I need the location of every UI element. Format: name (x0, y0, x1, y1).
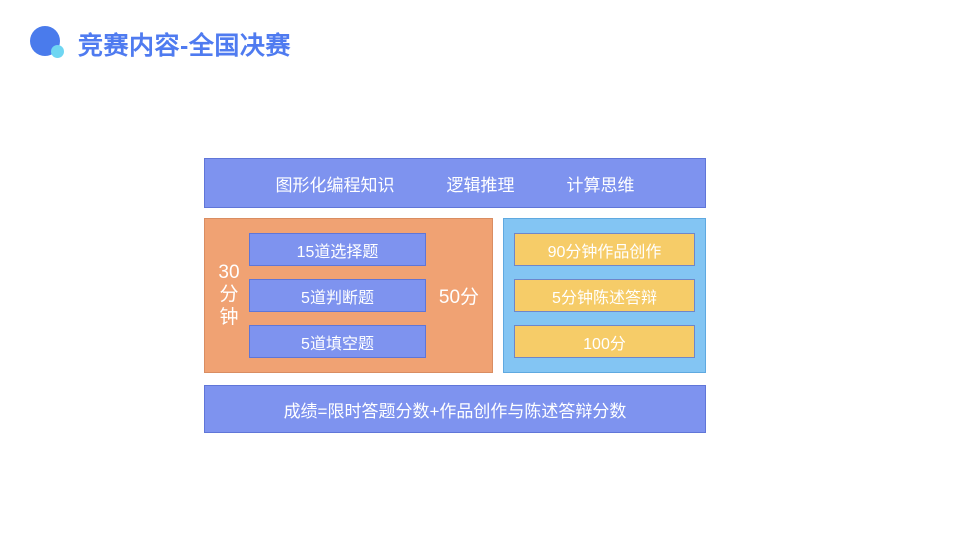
circle-logo-icon (30, 26, 66, 62)
topic-item-1: 图形化编程知识 (275, 175, 395, 195)
question-type-box: 5道判断题 (249, 279, 426, 312)
written-score-label: 50分 (438, 287, 480, 308)
written-duration-label: 30 分 钟 (218, 262, 240, 328)
project-exam-panel: 90分钟作品创作 5分钟陈述答辩 100分 (503, 218, 706, 373)
question-type-box: 15道选择题 (249, 233, 426, 266)
page-title: 竞赛内容-全国决赛 (78, 32, 291, 60)
competition-diagram: 图形化编程知识 逻辑推理 计算思维 30 分 钟 15道选择题 5道判断题 5道… (204, 158, 706, 433)
project-task-box: 5分钟陈述答辩 (514, 279, 695, 312)
logo-accent-circle (51, 45, 64, 58)
written-exam-panel: 30 分 钟 15道选择题 5道判断题 5道填空题 50分 (204, 218, 493, 373)
total-score-bar: 成绩=限时答题分数+作品创作与陈述答辩分数 (204, 385, 706, 433)
sections-row: 30 分 钟 15道选择题 5道判断题 5道填空题 50分 90分钟作品创作 5… (204, 218, 706, 373)
topic-item-2: 逻辑推理 (446, 175, 515, 195)
topic-bar: 图形化编程知识 逻辑推理 计算思维 (204, 158, 706, 208)
question-type-box: 5道填空题 (249, 325, 426, 358)
project-task-box: 90分钟作品创作 (514, 233, 695, 266)
page-header: 竞赛内容-全国决赛 (30, 22, 291, 66)
written-question-list: 15道选择题 5道判断题 5道填空题 (243, 233, 432, 358)
project-score-box: 100分 (514, 325, 695, 358)
topic-item-3: 计算思维 (566, 175, 635, 195)
